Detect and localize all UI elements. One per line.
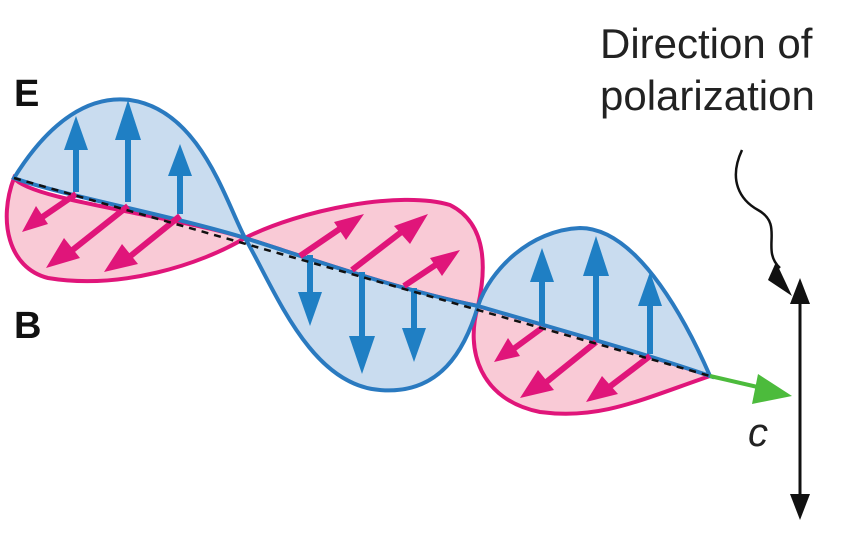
b-arrow-right <box>350 214 428 273</box>
green-arrow-icon <box>709 374 792 404</box>
e-arrow-up <box>530 248 554 324</box>
e-arrow-up <box>583 236 609 340</box>
b-arrow-left <box>104 213 182 272</box>
e-arrow-up <box>638 272 662 354</box>
b-arrow-left <box>22 191 78 232</box>
double-headed-arrow-icon <box>790 278 810 520</box>
e-arrow-down <box>402 288 426 362</box>
polarization-label-line1: Direction of <box>600 20 813 67</box>
e-field-label: E <box>14 73 39 115</box>
e-arrow-down <box>349 272 375 374</box>
b-arrow-right <box>402 250 460 289</box>
e-arrow-up <box>115 100 141 202</box>
b-arrow-right <box>298 214 364 259</box>
e-arrow-up <box>64 116 88 192</box>
b-arrow-left <box>586 353 652 402</box>
squiggly-pointer-icon <box>734 149 792 296</box>
b-field-label: B <box>14 305 41 347</box>
speed-label: c <box>748 411 768 455</box>
b-arrow-left <box>520 339 598 398</box>
propagation-axis <box>13 176 711 378</box>
e-arrow-up <box>168 144 192 214</box>
b-arrow-left <box>46 203 130 268</box>
e-field-arrows <box>64 100 662 374</box>
polarization-label-line2: polarization <box>600 72 815 119</box>
b-field-arrows <box>22 191 652 402</box>
b-arrow-left <box>494 325 544 362</box>
e-arrow-down <box>298 255 322 326</box>
